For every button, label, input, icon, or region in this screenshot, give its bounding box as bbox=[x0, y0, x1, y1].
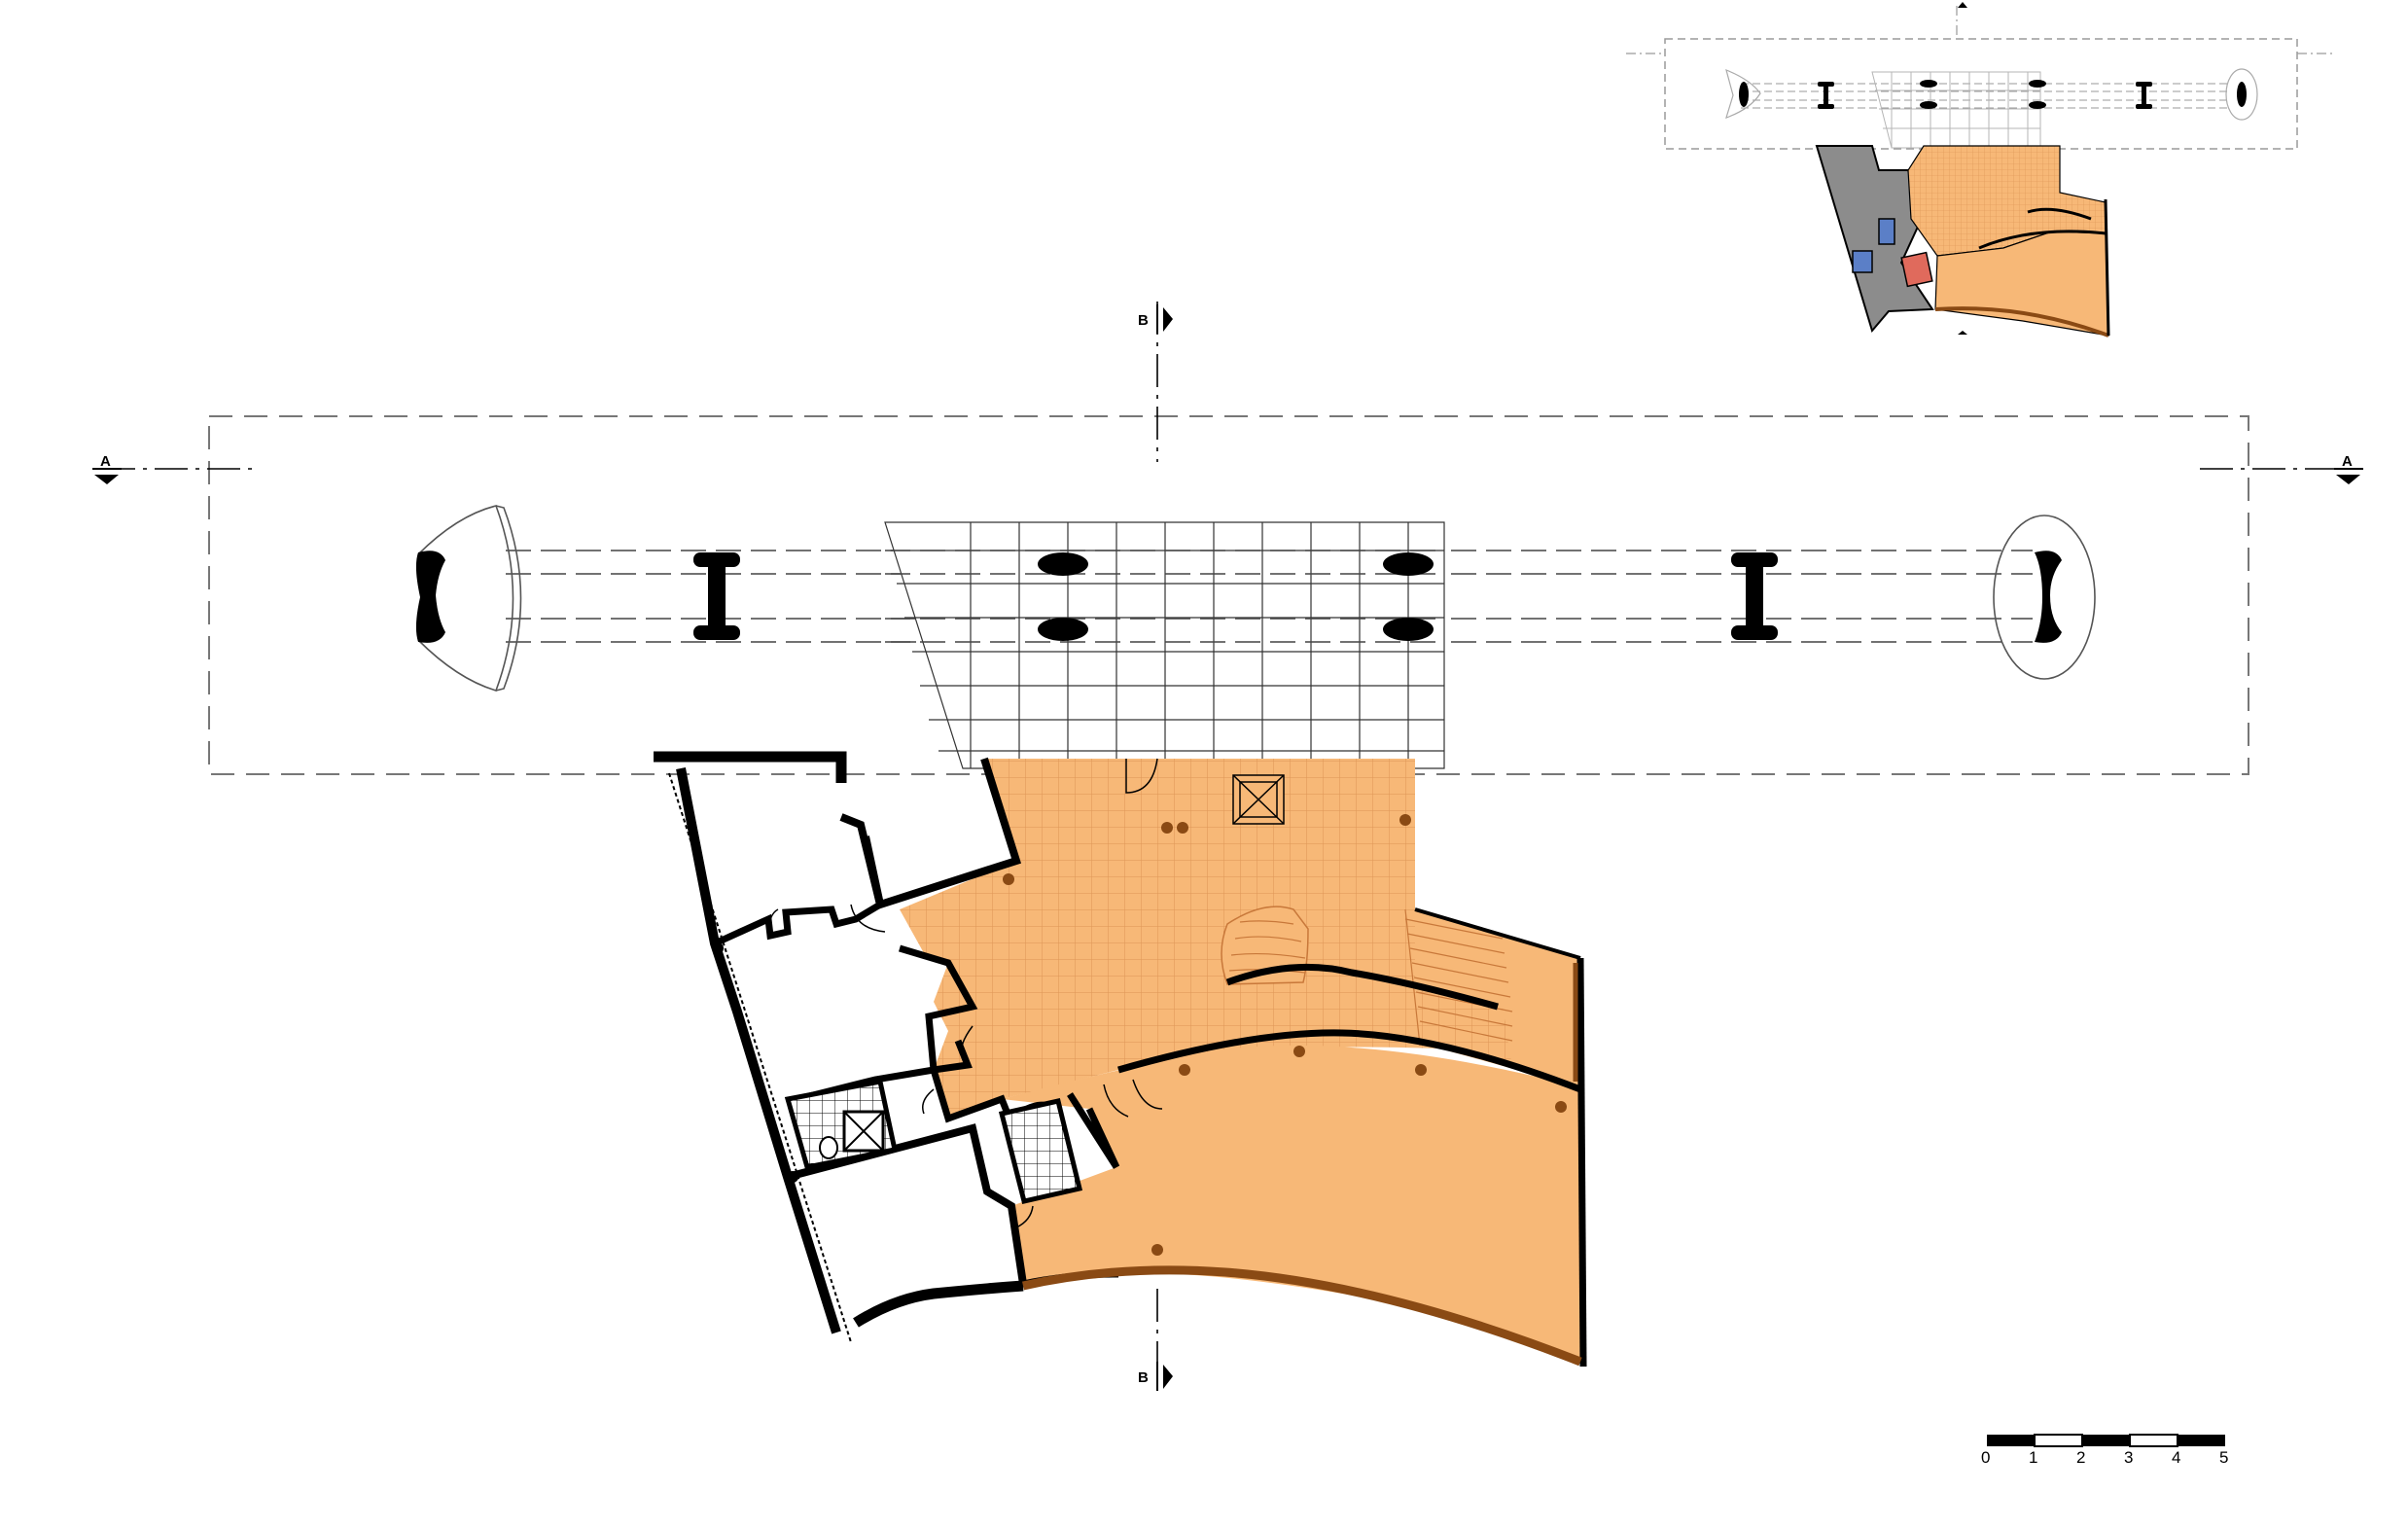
key-plan-service-zone bbox=[1815, 145, 1934, 334]
lower-hall-floor bbox=[1002, 1045, 1580, 1362]
wc-fixture bbox=[819, 1136, 838, 1159]
key-plan-lift-core bbox=[1900, 251, 1933, 288]
columns bbox=[415, 551, 2062, 643]
staircase bbox=[1404, 908, 1513, 1047]
key-plan bbox=[1626, 2, 2334, 338]
fan-canopy-end bbox=[417, 505, 514, 692]
section-label-b-bottom: B bbox=[1138, 1369, 1149, 1386]
curved-wall-upper bbox=[1225, 963, 1499, 1011]
skylight-grid bbox=[884, 521, 1445, 769]
column-ellipse-1 bbox=[1038, 552, 1088, 576]
ceiling-void bbox=[1232, 774, 1285, 825]
scale-tick-3: 3 bbox=[2124, 1448, 2133, 1467]
column-ellipse-4 bbox=[1383, 618, 1434, 641]
scale-bar: 0 1 2 3 4 5 bbox=[1981, 1434, 2228, 1467]
column-i-beam-2 bbox=[1731, 552, 1778, 640]
section-marker-a-left: A bbox=[92, 453, 122, 484]
scale-tick-0: 0 bbox=[1981, 1448, 1990, 1467]
scale-tick-4: 4 bbox=[2172, 1448, 2180, 1467]
scale-tick-2: 2 bbox=[2076, 1448, 2085, 1467]
toilet-room-2 bbox=[998, 1098, 1083, 1204]
section-marker-b-bottom: B bbox=[1138, 1362, 1173, 1391]
terrace-ramp bbox=[1415, 909, 1580, 1087]
column-ellipse-3 bbox=[1383, 552, 1434, 576]
scale-tick-5: 5 bbox=[2219, 1448, 2228, 1467]
section-marker-a-right: A bbox=[2334, 453, 2363, 484]
column-left-end bbox=[415, 551, 445, 643]
oval-canopy-end bbox=[1993, 515, 2096, 680]
doors bbox=[767, 758, 1163, 1228]
key-plan-canopy-outline bbox=[1664, 38, 2298, 150]
scale-tick-1: 1 bbox=[2029, 1448, 2037, 1467]
terrace-edge bbox=[1022, 1265, 1582, 1367]
section-label-b-top: B bbox=[1138, 312, 1149, 329]
key-plan-stair-core bbox=[1852, 250, 1873, 273]
column-right-end bbox=[2035, 551, 2062, 643]
section-label-a-right: A bbox=[2342, 453, 2353, 470]
column-ellipse-2 bbox=[1038, 618, 1088, 641]
interior-columns bbox=[1003, 814, 1567, 1256]
column-i-beam-1 bbox=[693, 552, 740, 640]
beam-axis-lines bbox=[506, 550, 2033, 643]
section-label-a-left: A bbox=[100, 453, 111, 470]
curved-wall-lower bbox=[1117, 1029, 1582, 1093]
section-marker-b-top: B bbox=[1138, 304, 1173, 334]
